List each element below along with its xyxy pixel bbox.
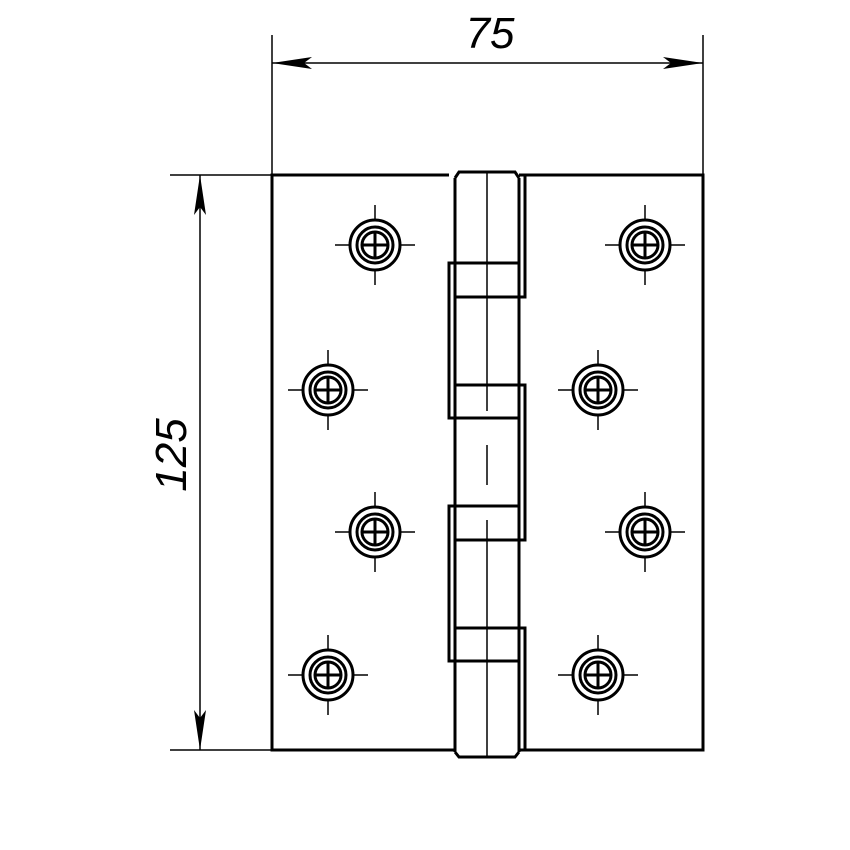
left-leaf bbox=[270, 173, 455, 752]
screw-hole-icon bbox=[288, 635, 368, 715]
screw-hole-icon bbox=[558, 350, 638, 430]
width-label: 75 bbox=[466, 9, 515, 58]
screw-hole-icon bbox=[335, 492, 415, 572]
screw-hole-icon bbox=[558, 635, 638, 715]
screw-hole-icon bbox=[288, 350, 368, 430]
screw-hole-icon bbox=[335, 205, 415, 285]
screw-hole-icon bbox=[605, 492, 685, 572]
hinge-knuckle bbox=[447, 170, 527, 759]
height-label: 125 bbox=[147, 418, 196, 492]
screw-hole-icon bbox=[605, 205, 685, 285]
screw-holes bbox=[288, 205, 685, 715]
right-leaf bbox=[519, 173, 705, 752]
width-dimension: 75 bbox=[271, 9, 704, 175]
height-dimension: 125 bbox=[147, 174, 272, 751]
